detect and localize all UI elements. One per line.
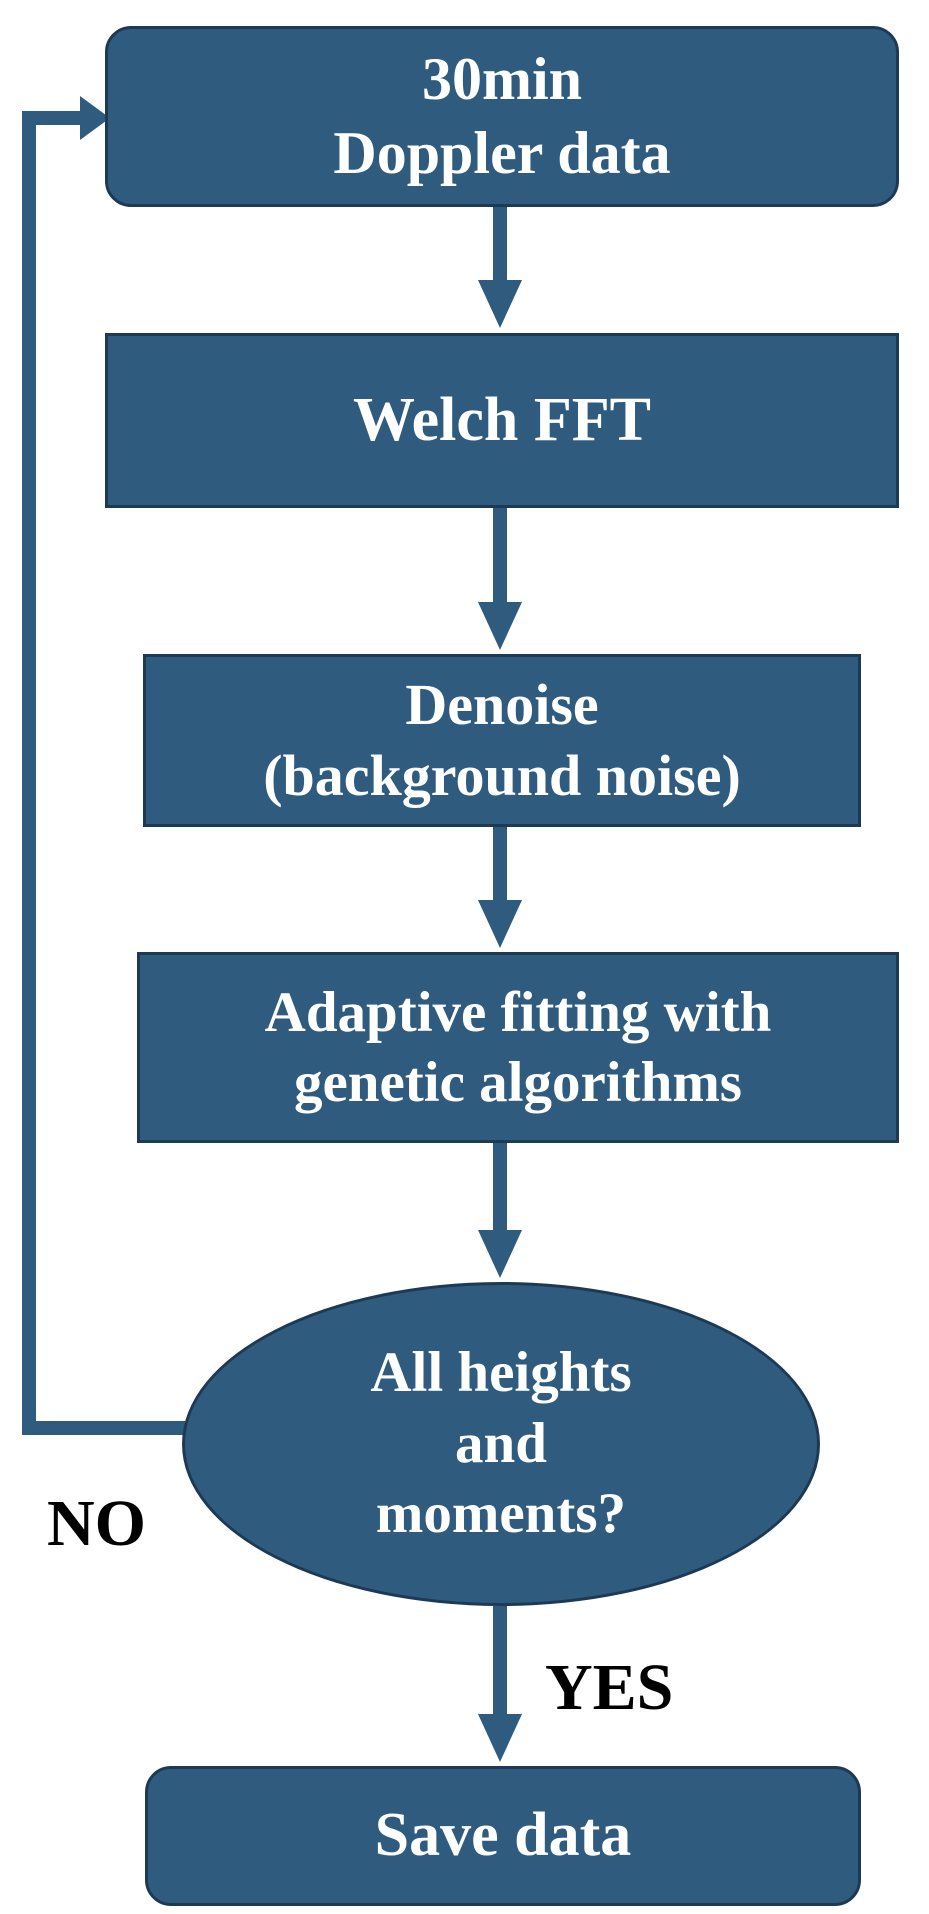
doppler-data-node: 30min Doppler data <box>105 26 899 207</box>
loop-line-left <box>22 111 36 1435</box>
arrow-decision-save-line <box>493 1606 507 1725</box>
arrow-doppler-welch-line <box>493 207 507 291</box>
decision-line-2: and <box>455 1411 547 1475</box>
denoise-line-1: Denoise <box>405 671 599 737</box>
no-label: NO <box>47 1487 146 1560</box>
save-data-node: Save data <box>145 1766 861 1906</box>
arrow-decision-save-head <box>478 1714 522 1762</box>
arrow-doppler-welch-head <box>478 280 522 328</box>
adaptive-fitting-line-2: genetic algorithms <box>294 1050 742 1114</box>
arrow-denoise-adaptive-line <box>493 827 507 910</box>
adaptive-fitting-node: Adaptive fitting with genetic algorithms <box>137 952 899 1143</box>
arrow-adaptive-decision-head <box>478 1230 522 1278</box>
yes-label: YES <box>545 1651 674 1724</box>
arrow-denoise-adaptive-head <box>478 900 522 948</box>
denoise-node: Denoise (background noise) <box>143 654 861 827</box>
doppler-data-line-1: 30min <box>421 46 583 113</box>
loop-line-bottom <box>22 1421 185 1435</box>
welch-fft-label: Welch FFT <box>353 385 651 454</box>
denoise-line-2: (background noise) <box>263 742 741 808</box>
decision-node: All heights and moments? <box>182 1282 820 1606</box>
arrow-adaptive-decision-line <box>493 1143 507 1240</box>
welch-fft-node: Welch FFT <box>105 333 899 508</box>
loop-line-top <box>22 111 88 125</box>
arrow-welch-denoise-head <box>478 602 522 650</box>
save-data-label: Save data <box>374 1801 632 1870</box>
decision-line-1: All heights <box>370 1340 632 1404</box>
doppler-data-line-2: Doppler data <box>333 119 671 186</box>
adaptive-fitting-line-1: Adaptive fitting with <box>264 980 772 1044</box>
loop-arrow-head <box>80 96 110 140</box>
arrow-welch-denoise-line <box>493 508 507 613</box>
decision-line-3: moments? <box>375 1482 627 1546</box>
